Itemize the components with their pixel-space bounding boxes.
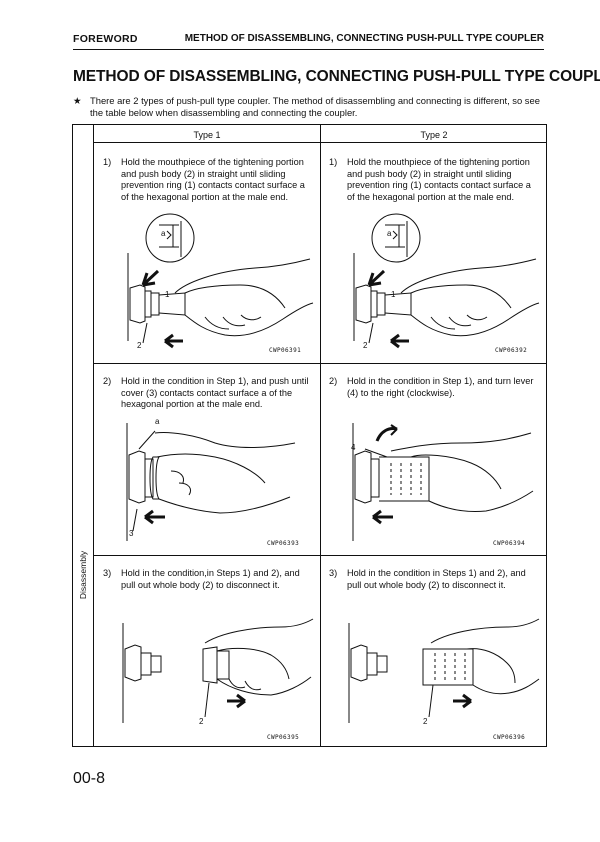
- column-header-type1: Type 1: [193, 130, 221, 140]
- step-text: Hold in the condition in Step 1), and tu…: [347, 376, 534, 398]
- callout-a: a: [155, 417, 160, 426]
- step-number: 2): [103, 376, 112, 386]
- section-label-text: Disassembly: [78, 550, 88, 600]
- step-text: Hold in the condition,in Steps 1) and 2)…: [121, 568, 300, 590]
- figure-step1-type2: a 1 2 CWP06392: [351, 213, 541, 358]
- procedure-table: Type 1 Type 2 Disassembly 1) Hold the mo…: [72, 124, 547, 747]
- table-divider: [320, 125, 321, 746]
- step-number: 2): [329, 376, 338, 386]
- step-text: Hold the mouthpiece of the tightening po…: [347, 157, 531, 202]
- callout-1: 1: [165, 290, 170, 299]
- page-title: METHOD OF DISASSEMBLING, CONNECTING PUSH…: [73, 68, 600, 85]
- running-header: FOREWORD METHOD OF DISASSEMBLING, CONNEC…: [73, 33, 544, 47]
- callout-2: 2: [423, 717, 428, 726]
- callout-1: 1: [391, 290, 396, 299]
- running-header-section: FOREWORD: [73, 33, 138, 45]
- figure-code: CWP06394: [493, 540, 526, 547]
- step-number: 3): [329, 568, 338, 578]
- callout-4: 4: [351, 443, 356, 452]
- step-number: 3): [103, 568, 112, 578]
- step-number: 1): [329, 157, 338, 167]
- callout-a: a: [387, 229, 392, 238]
- figure-step1-type1: a 1 2 CWP06391: [125, 213, 315, 358]
- coupler-pull-illustration: [348, 618, 540, 723]
- coupler-push-illustration: [127, 213, 314, 349]
- coupler-pull-illustration: [122, 618, 314, 723]
- callout-2: 2: [363, 341, 368, 350]
- coupler-lever-illustration: [352, 423, 534, 541]
- figure-step3-type1: 2 CWP06395: [121, 613, 315, 743]
- step-text: Hold in the condition in Steps 1) and 2)…: [347, 568, 526, 590]
- figure-code: CWP06396: [493, 734, 526, 741]
- table-rule: [93, 363, 546, 364]
- step-number: 1): [103, 157, 112, 167]
- figure-step3-type2: 2 CWP06396: [347, 613, 541, 743]
- figure-step2-type2: 4 CWP06394: [351, 413, 541, 551]
- coupler-cover-illustration: [126, 423, 296, 541]
- figure-step2-type1: a 3 CWP06393: [125, 413, 315, 551]
- page-number: 00-8: [73, 770, 106, 787]
- figure-code: CWP06393: [267, 540, 300, 547]
- figure-code: CWP06391: [269, 347, 302, 354]
- note-text: There are 2 types of push-pull type coup…: [90, 95, 540, 118]
- running-header-topic: METHOD OF DISASSEMBLING, CONNECTING PUSH…: [184, 33, 544, 44]
- callout-2: 2: [199, 717, 204, 726]
- callout-2: 2: [137, 341, 142, 350]
- header-rule: [73, 49, 544, 50]
- step-text: Hold in the condition in Step 1), and pu…: [121, 376, 309, 409]
- step-text: Hold the mouthpiece of the tightening po…: [121, 157, 305, 202]
- coupler-push-illustration: [353, 213, 540, 349]
- table-rule: [93, 555, 546, 556]
- table-divider: [93, 125, 94, 746]
- column-header-type2: Type 2: [420, 130, 448, 140]
- figure-code: CWP06392: [495, 347, 528, 354]
- callout-a: a: [161, 229, 166, 238]
- figure-code: CWP06395: [267, 734, 300, 741]
- callout-3: 3: [129, 529, 134, 538]
- star-icon: ★: [73, 95, 82, 106]
- section-label: Disassembly: [77, 535, 89, 615]
- table-rule: [93, 142, 546, 143]
